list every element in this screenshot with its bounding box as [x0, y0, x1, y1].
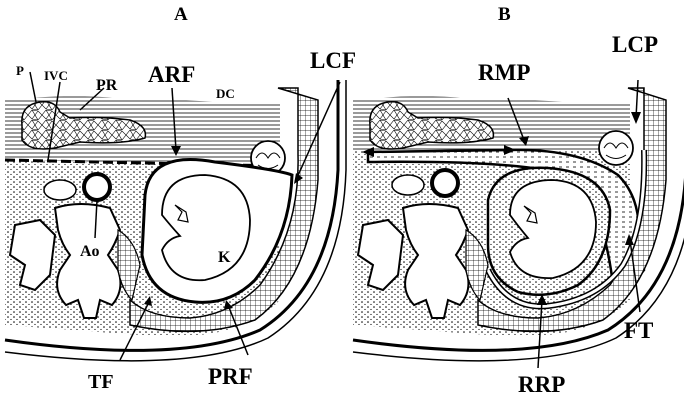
label-p: P [16, 63, 24, 78]
ivc [44, 180, 76, 200]
aorta [84, 174, 110, 200]
label-lcp: LCP [612, 32, 658, 57]
label-ft: FT [624, 318, 653, 343]
label-pr: PR [96, 77, 118, 94]
label-tf: TF [88, 371, 114, 393]
label-ivc: IVC [44, 68, 68, 83]
label-dc: DC [216, 86, 235, 101]
label-lcf: LCF [310, 48, 356, 73]
label-rrp: RRP [518, 372, 565, 397]
label-arf: ARF [148, 62, 195, 87]
panel-b-title: B [498, 4, 511, 25]
label-ao: Ao [80, 243, 100, 260]
panel-a: A P IVC PR ARF LCF DC Ao K TF PRF [5, 4, 356, 393]
panel-b: B RMP LCP FT RRP [353, 4, 684, 397]
label-prf: PRF [208, 364, 253, 389]
panel-a-title: A [174, 4, 188, 25]
label-rmp: RMP [478, 60, 530, 85]
label-k: K [218, 249, 231, 266]
